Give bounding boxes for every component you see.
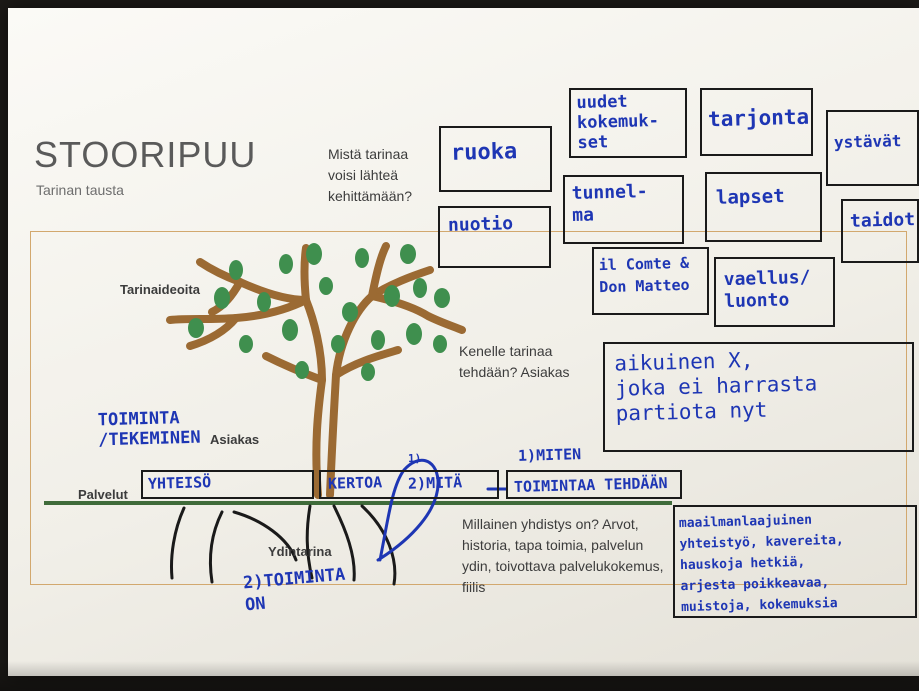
leaf: [413, 278, 427, 298]
note-box: [592, 247, 709, 315]
note-ruoka: ruoka: [450, 139, 518, 166]
note-box: [673, 505, 917, 618]
label-customer: Asiakas: [210, 432, 260, 447]
tree-leaves: [188, 243, 450, 381]
note-tunnelma: tunnel- ma: [571, 181, 648, 226]
tree-roots: [170, 504, 397, 586]
prompt-core: Millainen yhdistys on? Arvot, historia, …: [462, 516, 664, 595]
leaf: [361, 363, 375, 381]
note-yhteiso: YHTEISÖ: [147, 473, 212, 493]
note-uudet-kokemukset: uudet kokemuk- set: [576, 91, 660, 154]
prompt-audience: Kenelle tarinaa tehdään? Asiakas: [459, 343, 570, 380]
note-number-1: 1): [407, 451, 422, 466]
label-ideas: Tarinaideoita: [120, 282, 200, 297]
leaf: [342, 302, 358, 322]
leaf: [433, 335, 447, 353]
label-core-story: Ydintarina: [268, 544, 332, 559]
note-toiminta-tekeminen: TOIMINTA /TEKEMINEN: [97, 408, 201, 451]
prompt-source: Mistä tarinaa voisi lähteä kehittämään?: [328, 146, 413, 204]
leaf: [331, 335, 345, 353]
note-mita: 2)MITÄ: [407, 473, 463, 493]
note-box: [439, 126, 552, 192]
note-customer-description: aikuinen X, joka ei harrasta partiota ny…: [614, 348, 818, 426]
note-box: [705, 172, 822, 242]
leaf: [400, 244, 416, 264]
note-lapset: lapset: [715, 185, 785, 209]
note-ystavat: ystävät: [833, 131, 902, 152]
note-box: [319, 470, 499, 499]
leaf: [434, 288, 450, 308]
page-title: STOORIPUU: [34, 134, 257, 175]
page-subtitle: Tarinan tausta: [36, 182, 124, 198]
leaf: [406, 323, 422, 345]
leaf: [319, 277, 333, 295]
note-box: [603, 342, 914, 452]
note-tarjonta: tarjonta: [707, 104, 810, 132]
note-vaellus: vaellus/ luonto: [723, 266, 811, 313]
tree-frame: [30, 231, 907, 585]
note-il-comte: il Comte & Don Matteo: [598, 253, 690, 297]
leaf: [295, 361, 309, 379]
note-taidot: taidot: [849, 209, 916, 232]
leaf: [306, 243, 322, 265]
note-miten: 1)MITEN: [517, 445, 582, 465]
note-kertoa: KERTOA: [327, 473, 383, 493]
leaf: [371, 330, 385, 350]
note-box: [438, 206, 551, 268]
leaf: [279, 254, 293, 274]
leaf: [355, 248, 369, 268]
note-box: [841, 199, 919, 263]
label-services: Palvelut: [78, 487, 128, 502]
leaf: [188, 318, 204, 338]
note-nuotio: nuotio: [447, 213, 514, 236]
note-box: [506, 470, 682, 499]
note-box: [141, 470, 314, 499]
leaf: [214, 287, 230, 309]
note-box: [826, 110, 919, 186]
note-box: [714, 257, 835, 327]
note-core-description: maailmanlaajuinen yhteistyö, kavereita, …: [678, 512, 844, 616]
leaf: [229, 260, 243, 280]
note-toiminta-on: 2)TOIMINTA ON: [242, 564, 347, 616]
leaf: [239, 335, 253, 353]
note-box: [569, 88, 687, 158]
leaf: [282, 319, 298, 341]
note-box: [563, 175, 684, 244]
bottom-shadow: [0, 661, 919, 691]
note-box: [700, 88, 813, 156]
leaf: [384, 285, 400, 307]
leaf: [257, 292, 271, 312]
